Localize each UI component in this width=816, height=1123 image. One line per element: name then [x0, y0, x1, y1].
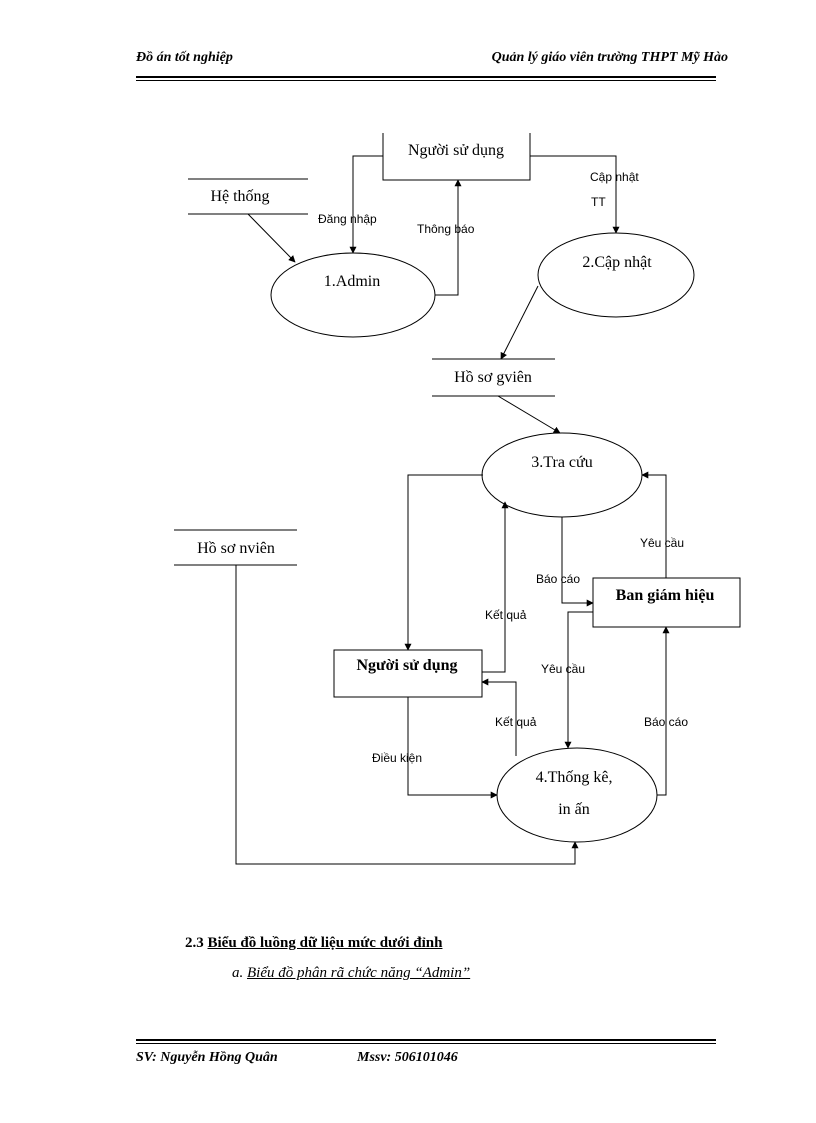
subsection-title: Biểu đồ phân rã chức năng “Admin”: [247, 965, 471, 981]
flow-result-bottom-label: Kết quả: [495, 715, 537, 729]
flow-update-info-label-2: TT: [591, 195, 606, 209]
process-update-ellipse: [537, 232, 695, 318]
header-project-label: Đồ án tốt nghiệp: [136, 50, 233, 65]
flow-request-mid-label: Yêu cầu: [541, 662, 585, 676]
footer-rule-thick: [136, 1039, 716, 1041]
process-stats-label-line1: 4.Thống kê,: [536, 769, 613, 786]
section-title: Biểu đồ luồng dữ liệu mức dưới đỉnh: [207, 935, 443, 951]
process-admin-ellipse: [270, 252, 436, 338]
flow-request-top-label: Yêu cầu: [640, 536, 684, 550]
flow-request-top: [641, 471, 667, 578]
entity-user-bottom-label: Người sử dụng: [357, 657, 458, 674]
entity-board-label: Ban giám hiệu: [616, 587, 715, 604]
subsection-heading: a. Biểu đồ phân rã chức năng “Admin”: [232, 965, 470, 982]
flow-login-label: Đăng nhập: [318, 212, 377, 226]
flow-update-info-label-1: Cập nhật: [590, 170, 639, 184]
subsection-marker: a.: [232, 965, 244, 981]
section-heading: 2.3 Biểu đồ luồng dữ liệu mức dưới đỉnh: [185, 935, 442, 952]
flow-result-top-label: Kết quả: [485, 608, 527, 622]
flow-condition-label: Điều kiện: [372, 751, 422, 765]
flow-notify: [435, 179, 462, 296]
section-number: 2.3: [185, 935, 204, 951]
flow-condition: [407, 697, 498, 799]
flow-update-info: [530, 155, 620, 234]
flow-staff-to-stats: [235, 565, 579, 865]
flow-request-mid: [564, 611, 593, 749]
flow-report-right: [657, 626, 670, 796]
footer-student-id: Mssv: 506101046: [357, 1050, 458, 1065]
flow-report-left: [561, 517, 594, 607]
process-stats-label-line2: in ấn: [558, 801, 590, 818]
flow-update-to-profile: [500, 285, 539, 360]
store-system-label: Hệ thống: [210, 188, 269, 205]
process-admin-label: 1.Admin: [324, 273, 380, 290]
process-stats-ellipse: [496, 747, 658, 843]
header-document-title: Quản lý giáo viên trường THPT Mỹ Hào: [491, 50, 728, 65]
flow-profile-to-search: [497, 395, 561, 434]
footer-student-name: SV: Nguyễn Hồng Quân: [136, 1050, 278, 1065]
flow-result-top: [482, 501, 509, 673]
process-update-label: 2.Cập nhật: [582, 254, 652, 271]
footer-rule-thin: [136, 1043, 716, 1044]
flow-result-bottom: [481, 678, 517, 756]
header-rule-thick: [136, 76, 716, 78]
flow-system-to-admin: [247, 213, 296, 263]
store-teacher-profile-label: Hồ sơ gviên: [454, 369, 532, 386]
flow-search-to-user: [404, 474, 483, 651]
flow-login: [349, 155, 383, 254]
process-search-ellipse: [481, 432, 643, 518]
entity-user-top-label: Người sử dụng: [408, 142, 504, 159]
header-rule-thin: [136, 80, 716, 81]
flow-report-right-label: Báo cáo: [644, 715, 688, 729]
process-search-label: 3.Tra cứu: [531, 454, 592, 471]
flow-report-left-label: Báo cáo: [536, 572, 580, 586]
store-staff-profile-label: Hồ sơ nviên: [197, 540, 275, 557]
flow-notify-label: Thông báo: [417, 222, 475, 236]
